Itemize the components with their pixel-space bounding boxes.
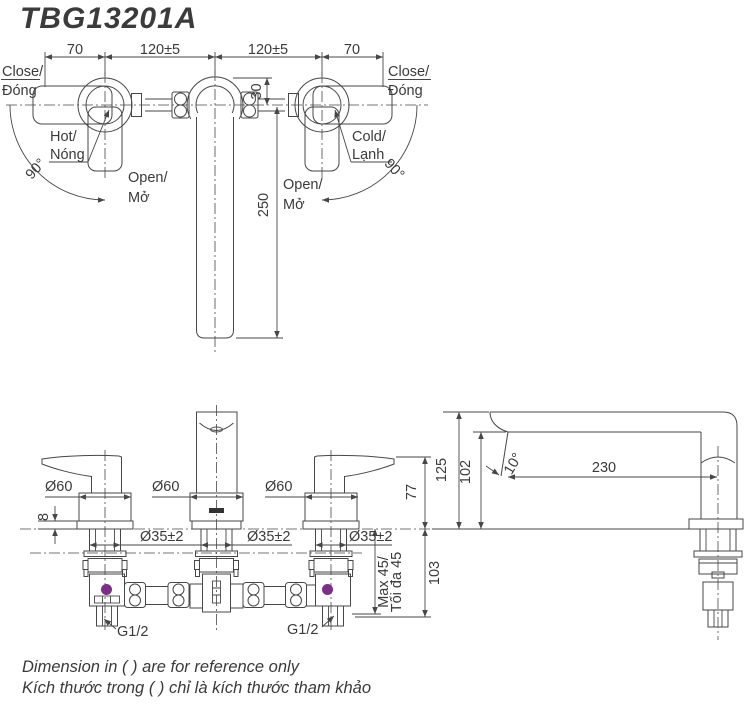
front-dimension-lines — [38, 456, 431, 630]
dim-dia35-center: Ø35±2 — [247, 529, 290, 545]
dim-dia60-right: Ø60 — [265, 479, 292, 495]
top-view-centerlines — [6, 70, 428, 352]
dim-max45-1: Max 45/ — [376, 555, 392, 608]
top-view: 70 120±5 120±5 70 Close/ Đóng Close/ Đón… — [1, 42, 431, 352]
dim-250: 250 — [256, 193, 272, 217]
right-handle-front — [302, 454, 395, 627]
dim-70-right: 70 — [344, 42, 360, 58]
thread-g12-right: G1/2 — [287, 622, 318, 638]
open-label-left-2: Mở — [128, 190, 150, 206]
deck-and-mounting-side — [432, 518, 744, 628]
dim-dia60-center: Ø60 — [152, 479, 179, 495]
cold-label-1: Cold/ — [352, 129, 387, 145]
close-label-left-2: Đóng — [2, 83, 37, 99]
close-label-right-1: Close/ — [388, 64, 430, 80]
reference-note-en: Dimension in ( ) are for reference only — [22, 658, 299, 676]
thread-g12-left: G1/2 — [117, 624, 148, 640]
dim-dia35-right: Ø35±2 — [349, 529, 392, 545]
front-view-texts: Ø60 Ø60 Ø60 Ø35±2 Ø35±2 Ø35±2 8 77 103 M… — [36, 479, 443, 640]
top-dimension-lines — [44, 52, 384, 339]
side-view: 125 102 10° 230 — [432, 411, 744, 640]
dim-230: 230 — [592, 460, 616, 476]
left-handle-front — [41, 454, 134, 627]
open-label-right-1: Open/ — [283, 177, 323, 193]
supply-hoses-top — [131, 91, 299, 119]
supply-hoses-front — [124, 582, 316, 609]
toto-logo-dot-right — [322, 584, 333, 595]
dim-103: 103 — [427, 561, 443, 585]
product-code-title: TBG13201A — [20, 2, 198, 35]
close-label-left-1: Close/ — [2, 64, 44, 80]
dim-70-left: 70 — [67, 42, 83, 58]
open-label-left-1: Open/ — [128, 170, 168, 186]
center-spout-front — [189, 411, 244, 613]
dim-125: 125 — [434, 458, 450, 482]
open-angle-arcs — [9, 104, 418, 203]
dim-8: 8 — [36, 513, 52, 521]
spout-profile-side — [489, 411, 738, 519]
dim-120-left: 120±5 — [140, 42, 180, 58]
hot-label-2: Nóng — [50, 147, 85, 163]
spout-top — [186, 76, 244, 339]
cold-label-2: Lạnh — [352, 147, 384, 163]
faucet-dimension-drawing: 70 120±5 120±5 70 Close/ Đóng Close/ Đón… — [1, 42, 744, 640]
reference-note-vi: Kích thước trong ( ) chỉ là kích thước t… — [22, 679, 371, 697]
hot-label-1: Hot/ — [50, 129, 78, 145]
dim-30: 30 — [249, 83, 265, 99]
dim-120-right: 120±5 — [248, 42, 288, 58]
dim-77: 77 — [404, 484, 420, 500]
right-handle-top — [294, 77, 393, 172]
left-handle-top — [32, 77, 133, 172]
dim-102: 102 — [458, 460, 474, 484]
front-view: Ø60 Ø60 Ø60 Ø35±2 Ø35±2 Ø35±2 8 77 103 M… — [20, 405, 446, 640]
dim-dia60-left: Ø60 — [45, 479, 72, 495]
close-label-right-2: Đóng — [388, 83, 423, 99]
open-label-right-2: Mở — [283, 197, 305, 213]
side-dimension-lines — [443, 411, 717, 529]
dim-dia35-left: Ø35±2 — [140, 529, 183, 545]
side-view-texts: 125 102 10° 230 — [434, 451, 616, 485]
label-leaders — [1, 79, 431, 163]
dim-max45-2: Tối đa 45 — [389, 552, 405, 612]
top-view-texts: 70 120±5 120±5 70 Close/ Đóng Close/ Đón… — [2, 42, 430, 217]
toto-logo-dot-left — [101, 584, 112, 595]
angle-90-right: 90° — [381, 156, 408, 183]
